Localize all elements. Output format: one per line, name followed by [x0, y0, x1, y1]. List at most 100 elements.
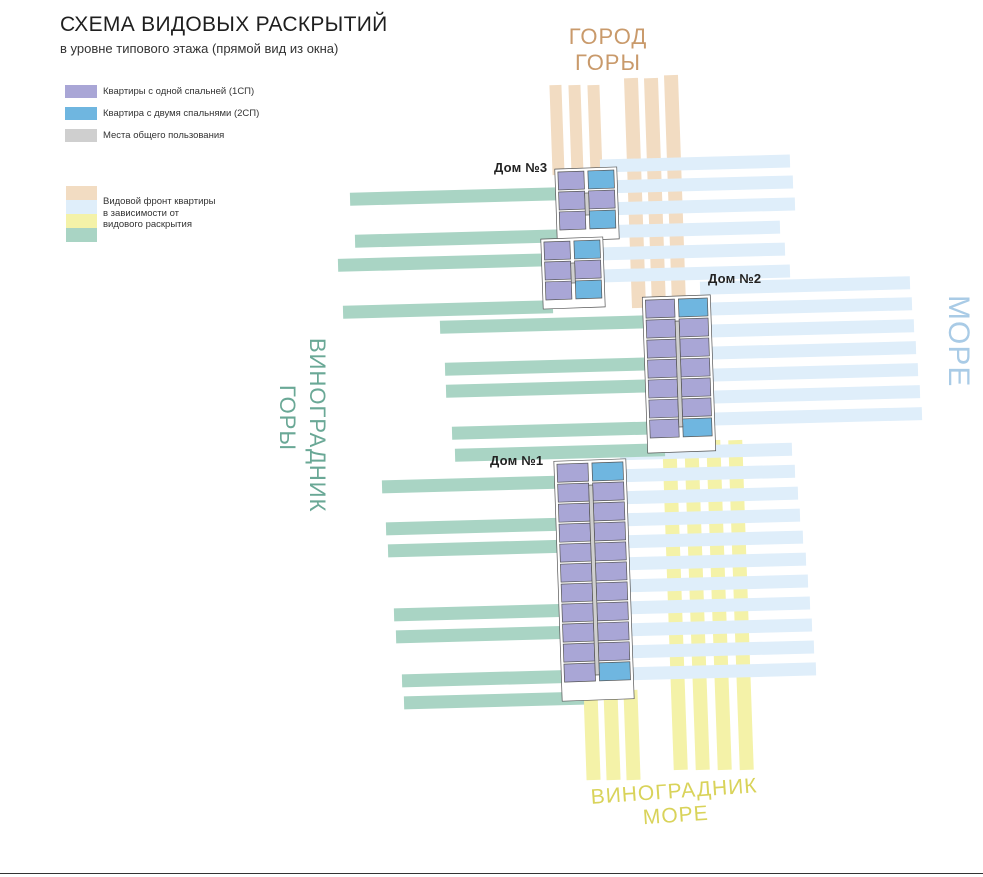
legend-label-common: Места общего пользования	[103, 130, 225, 141]
house-3-lower-block-unit	[574, 279, 603, 300]
legend-swatch-mountain	[66, 186, 97, 200]
house-1-footprint-unit	[562, 622, 595, 643]
house-3-lower-block-unit	[574, 259, 602, 280]
house-2-footprint-unit	[679, 337, 710, 358]
direction-right-label: МОРЕ	[942, 295, 975, 388]
house-2-footprint-unit	[681, 397, 712, 418]
view-band-vineyard-sea-3	[623, 689, 641, 781]
legend-swatch-sea	[66, 200, 97, 214]
legend-swatch-common	[65, 129, 97, 142]
view-band-vineyard-mountain-1	[349, 187, 561, 206]
view-band-sea-12	[699, 385, 921, 404]
house-1-footprint-unit	[558, 522, 592, 543]
view-band-sea-16	[619, 486, 799, 505]
house-1-footprint-unit	[563, 662, 596, 683]
house-2-footprint-unit	[678, 317, 710, 338]
view-band-mountain-3	[587, 84, 603, 176]
view-band-vineyard-sea-2	[603, 689, 621, 781]
view-band-sea-17	[619, 508, 801, 527]
bottom-divider	[0, 873, 983, 874]
house-3-upper-block	[554, 166, 620, 242]
house-1-footprint-unit	[597, 641, 631, 662]
house-3-upper-block-unit	[587, 169, 615, 190]
view-band-vineyard-mountain-15	[401, 669, 583, 688]
house-1-footprint-unit	[591, 461, 624, 482]
view-band-vineyard-mountain-11	[385, 517, 567, 536]
legend-swatch-1sp	[65, 85, 97, 98]
view-band-sea-2	[599, 175, 794, 194]
house-1-footprint-unit	[556, 462, 589, 483]
view-band-sea-4	[599, 220, 781, 239]
house-2-footprint-unit	[678, 297, 709, 318]
house-1-footprint-unit	[562, 642, 596, 663]
house-1-label: Дом №1	[490, 453, 544, 468]
house-1-footprint-unit	[557, 502, 591, 523]
house-1-footprint-unit	[595, 581, 629, 602]
direction-top-line-2: ГОРЫ	[575, 50, 641, 75]
view-band-sea-7	[699, 276, 911, 295]
direction-top-line-1: ГОРОД	[568, 24, 648, 49]
view-band-mountain-1	[549, 84, 565, 176]
house-1-footprint-unit	[560, 562, 593, 583]
legend-swatch-2sp	[65, 107, 97, 120]
direction-top-label: ГОРОД ГОРЫ	[548, 24, 668, 76]
house-2-footprint-unit	[645, 318, 677, 339]
view-band-sea-8	[699, 297, 913, 316]
page-subtitle: в уровне типового этажа (прямой вид из о…	[60, 41, 339, 56]
view-band-vineyard-mountain-9	[454, 443, 666, 462]
house-1-footprint-unit	[561, 602, 594, 623]
house-1-footprint-unit	[593, 521, 626, 542]
house-1-footprint-unit	[559, 542, 592, 563]
legend-label-2sp: Квартира с двумя спальнями (2СП)	[103, 108, 260, 119]
house-3-upper-block-unit	[588, 189, 616, 210]
view-band-vineyard-mountain-14	[395, 625, 577, 644]
view-band-vineyard-mountain-8	[451, 421, 663, 440]
view-band-sea-6	[599, 264, 791, 283]
view-band-sea-22	[619, 618, 813, 637]
house-3-lower-block-corridor	[570, 262, 576, 284]
direction-left-line-2: ГОРЫ	[275, 385, 300, 451]
house-1-footprint-unit	[598, 661, 631, 682]
house-1-footprint-unit	[597, 621, 630, 642]
house-2-footprint-unit	[647, 378, 679, 399]
house-1-footprint-unit	[594, 541, 627, 562]
house-1-footprint-unit	[595, 561, 628, 582]
view-band-sea-10	[699, 341, 917, 360]
view-band-sea-18	[619, 530, 804, 549]
view-band-sea-5	[599, 242, 786, 261]
house-1-footprint-corridor	[588, 484, 600, 676]
house-1-footprint-unit	[560, 582, 594, 603]
house-2-footprint-unit	[647, 358, 678, 379]
house-3-lower-block-unit	[573, 239, 601, 260]
legend-view-front-line-2: в зависимости от	[103, 207, 180, 219]
house-3-lower-block	[540, 236, 606, 310]
view-band-sea-21	[619, 596, 811, 615]
house-3-upper-block-unit	[558, 210, 587, 231]
house-2-footprint-corridor	[674, 320, 684, 428]
legend-swatch-vineyard-sea	[66, 214, 97, 228]
view-band-vineyard-mountain-3	[337, 253, 554, 272]
house-1-footprint	[553, 458, 635, 702]
legend-view-front-line-3: видового раскрытия	[103, 219, 192, 230]
house-3-upper-block-corridor	[584, 192, 590, 216]
view-band-sea-19	[619, 552, 807, 571]
view-band-sea-23	[619, 640, 815, 659]
view-band-vineyard-mountain-12	[387, 539, 569, 558]
house-2-footprint-unit	[680, 357, 711, 378]
view-band-sea-20	[619, 574, 809, 593]
house-3-lower-block-unit	[543, 240, 571, 261]
view-band-sea-1	[599, 154, 791, 173]
legend-label-1sp: Квартиры с одной спальней (1СП)	[103, 86, 255, 97]
house-2-footprint-unit	[648, 398, 679, 419]
view-band-vineyard-mountain-6	[444, 357, 656, 376]
house-3-lower-block-unit	[544, 260, 572, 281]
view-band-sea-15	[619, 464, 796, 483]
house-3-upper-block-unit	[588, 209, 617, 230]
view-band-vineyard-mountain-16	[403, 691, 585, 710]
house-3-upper-block-unit	[557, 170, 585, 191]
view-band-vineyard-mountain-5	[439, 315, 651, 334]
legend-swatch-vineyard-mountain	[66, 228, 97, 242]
house-2-footprint-unit	[646, 338, 677, 359]
